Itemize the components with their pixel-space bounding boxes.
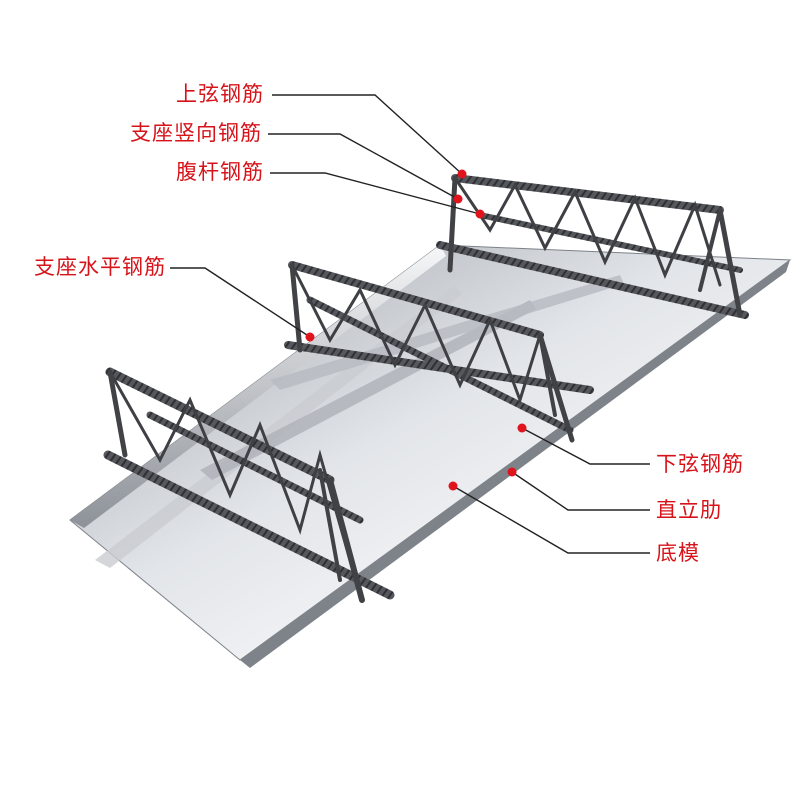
label-web: 腹杆钢筋	[176, 160, 264, 184]
markers	[305, 169, 527, 491]
truss-front	[103, 367, 395, 603]
leader-support-vertical	[268, 133, 459, 200]
leader-lines	[170, 94, 650, 554]
leader-rib	[511, 471, 650, 511]
label-support-horizontal: 支座水平钢筋	[34, 255, 166, 279]
truss-middle	[284, 261, 594, 443]
marker-top-chord	[457, 169, 467, 179]
marker-rib	[507, 467, 517, 477]
marker-support-horizontal	[305, 332, 315, 342]
base-deck-sheet	[69, 244, 792, 668]
leader-top-chord	[272, 94, 463, 175]
label-bottom-chord: 下弦钢筋	[656, 452, 744, 476]
leader-bottom-chord	[521, 427, 650, 465]
leader-support-horizontal	[170, 267, 311, 338]
label-support-vertical: 支座竖向钢筋	[130, 121, 262, 145]
leader-base-deck	[452, 485, 650, 554]
label-top-chord: 上弦钢筋	[176, 82, 264, 106]
marker-support-vertical	[453, 194, 463, 204]
leader-web	[270, 172, 481, 215]
marker-base-deck	[448, 481, 458, 491]
label-base-deck: 底模	[656, 541, 700, 565]
truss-back	[436, 174, 749, 319]
label-rib: 直立肋	[656, 498, 722, 522]
marker-web	[475, 209, 485, 219]
marker-bottom-chord	[517, 423, 527, 433]
